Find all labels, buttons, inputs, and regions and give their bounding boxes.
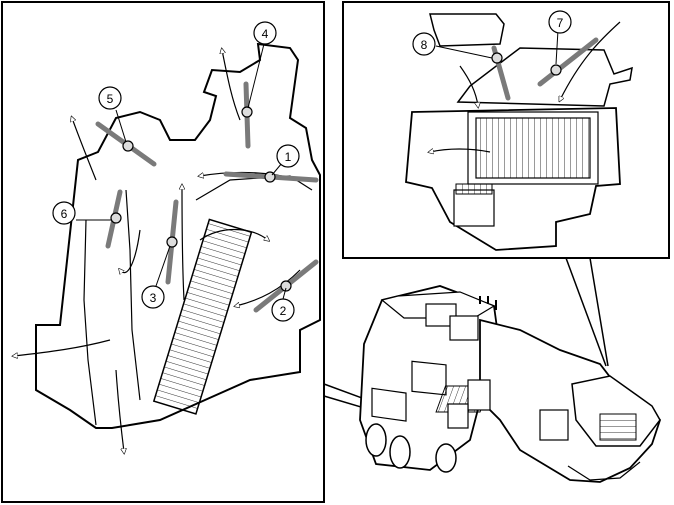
air-intake-duct — [429, 13, 505, 47]
blower-motor-connector — [455, 183, 493, 195]
callout-8-label: 8 — [421, 38, 428, 52]
airflow-arrow — [182, 186, 184, 301]
box-vent — [371, 387, 407, 422]
bracket — [567, 461, 641, 481]
airflow-arrows — [14, 50, 301, 452]
blower-airflow-arrows — [430, 21, 621, 152]
flap-pivots — [491, 52, 562, 76]
airflow-arrow — [199, 229, 268, 241]
callout-7-label: 7 — [557, 16, 564, 30]
airflow-arrow — [72, 118, 97, 181]
inner-wall — [125, 189, 141, 401]
actuator — [539, 409, 569, 441]
heater-core — [152, 218, 253, 415]
box-vent — [449, 315, 479, 341]
callout-2: 2 — [271, 298, 295, 322]
top-right-panel: 7 8 — [342, 1, 670, 259]
airflow-arrow — [222, 50, 241, 121]
callout-2-label: 2 — [280, 304, 287, 318]
airflow-arrow — [120, 229, 141, 273]
callout-leaders — [435, 29, 559, 65]
flap-7 — [537, 37, 599, 87]
callout-1: 1 — [276, 144, 300, 168]
hvac-assembly — [359, 285, 662, 483]
airflow-arrow — [459, 65, 478, 106]
flap-pivots — [110, 106, 292, 292]
callout-3: 3 — [141, 285, 165, 309]
outlet-port — [389, 435, 411, 469]
outlet-port — [435, 443, 457, 473]
callout-8: 8 — [412, 32, 436, 56]
box-vent — [411, 360, 447, 396]
airflow-arrow — [14, 339, 111, 356]
outlet-port — [365, 423, 387, 457]
inner-wall — [83, 219, 97, 426]
left-panel: 1 2 3 4 5 6 — [1, 1, 325, 503]
filter-element — [475, 117, 591, 179]
box-vent — [425, 303, 457, 327]
airflow-arrow — [430, 149, 491, 152]
callout-6-label: 6 — [61, 207, 68, 221]
callout-5: 5 — [98, 86, 122, 110]
callout-1-label: 1 — [285, 150, 292, 164]
pipe-stubs — [479, 296, 497, 310]
callout-5-label: 5 — [107, 92, 114, 106]
airflow-arrow — [236, 269, 301, 306]
filter-frame — [467, 111, 599, 185]
airflow-arrow — [560, 21, 621, 100]
actuator — [467, 379, 491, 411]
blower-grille — [599, 413, 637, 441]
callout-4-label: 4 — [262, 27, 269, 41]
callout-6: 6 — [52, 201, 76, 225]
blower-housing — [571, 375, 661, 447]
callout-3-label: 3 — [150, 291, 157, 305]
actuator — [447, 403, 469, 429]
callout-7: 7 — [548, 10, 572, 34]
airflow-arrow — [115, 369, 124, 452]
blower-motor — [453, 189, 495, 227]
callout-4: 4 — [253, 21, 277, 45]
callout-leaders — [76, 43, 287, 300]
